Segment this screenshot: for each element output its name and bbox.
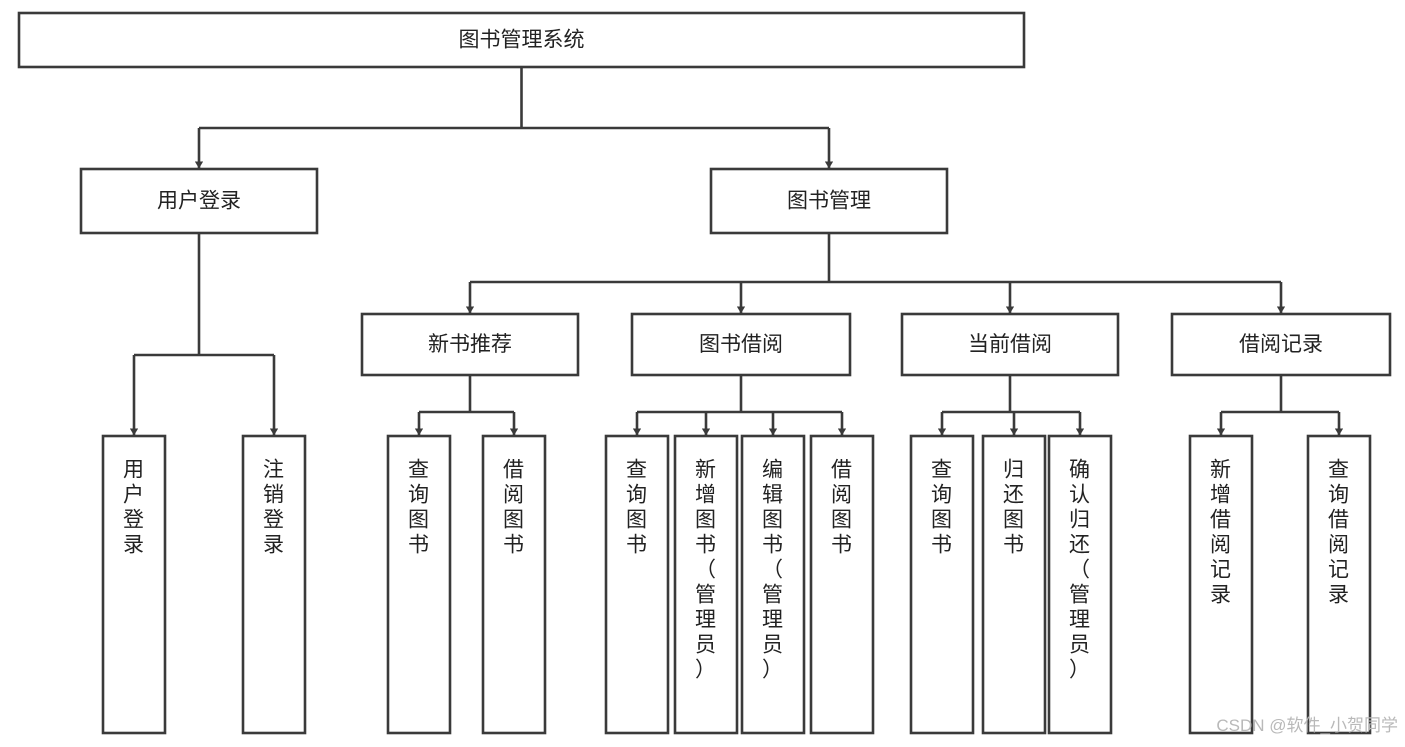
node-label-leaf-return-book: 归还图书 bbox=[1003, 458, 1025, 556]
connector-group-current-borrow bbox=[937, 375, 1085, 436]
node-box-leaf-query-book-borrow bbox=[604, 434, 670, 735]
node-leaf-query-book-borrow[interactable]: 查询图书 bbox=[604, 434, 670, 735]
node-leaf-return-book[interactable]: 归还图书 bbox=[981, 434, 1047, 735]
node-leaf-confirm-return[interactable]: 确认归还（管理员） bbox=[1047, 434, 1113, 735]
node-new-book-rec[interactable]: 新书推荐 bbox=[360, 312, 580, 377]
node-box-user-login bbox=[79, 167, 319, 235]
nodes-layer: 图书管理系统用户登录图书管理新书推荐图书借阅当前借阅借阅记录用户登录注销登录查询… bbox=[17, 11, 1392, 735]
node-box-new-book-rec bbox=[360, 312, 580, 377]
node-book-manage[interactable]: 图书管理 bbox=[709, 167, 949, 235]
node-box-leaf-edit-book bbox=[740, 434, 806, 735]
node-box-root bbox=[17, 11, 1026, 69]
node-label-new-book-rec: 新书推荐 bbox=[428, 333, 512, 356]
node-user-login[interactable]: 用户登录 bbox=[79, 167, 319, 235]
node-label-leaf-add-record: 新增借阅记录 bbox=[1210, 458, 1232, 606]
node-leaf-add-record[interactable]: 新增借阅记录 bbox=[1188, 434, 1254, 735]
connector-group-borrow-record bbox=[1216, 375, 1344, 436]
connector-group-book-borrow bbox=[632, 375, 847, 436]
node-label-leaf-add-book: 新增图书（管理员） bbox=[695, 458, 717, 681]
node-label-leaf-user-logout: 注销登录 bbox=[263, 458, 285, 556]
node-label-leaf-borrow-book-rec: 借阅图书 bbox=[503, 458, 525, 556]
node-book-borrow[interactable]: 图书借阅 bbox=[630, 312, 852, 377]
node-leaf-borrow-book-rec[interactable]: 借阅图书 bbox=[481, 434, 547, 735]
node-box-leaf-user-login bbox=[101, 434, 167, 735]
node-label-leaf-borrow-book: 借阅图书 bbox=[831, 458, 853, 556]
node-box-leaf-borrow-book bbox=[809, 434, 875, 735]
node-box-leaf-user-logout bbox=[241, 434, 307, 735]
csdn-watermark: CSDN @软件_小贺同学 bbox=[1216, 716, 1398, 735]
node-leaf-add-book[interactable]: 新增图书（管理员） bbox=[673, 434, 739, 735]
node-box-leaf-return-book bbox=[981, 434, 1047, 735]
connector-group-new-book-rec bbox=[414, 375, 519, 436]
node-label-book-borrow: 图书借阅 bbox=[699, 333, 783, 356]
node-label-user-login: 用户登录 bbox=[157, 190, 241, 213]
node-label-root: 图书管理系统 bbox=[459, 29, 585, 52]
node-box-book-borrow bbox=[630, 312, 852, 377]
node-box-borrow-record bbox=[1170, 312, 1392, 377]
node-root[interactable]: 图书管理系统 bbox=[17, 11, 1026, 69]
node-leaf-query-book-cur[interactable]: 查询图书 bbox=[909, 434, 975, 735]
node-leaf-query-record[interactable]: 查询借阅记录 bbox=[1306, 434, 1372, 735]
node-box-leaf-query-book-rec bbox=[386, 434, 452, 735]
node-leaf-user-logout[interactable]: 注销登录 bbox=[241, 434, 307, 735]
node-label-leaf-query-book-borrow: 查询图书 bbox=[626, 458, 648, 556]
node-current-borrow[interactable]: 当前借阅 bbox=[900, 312, 1120, 377]
node-label-book-manage: 图书管理 bbox=[787, 190, 871, 213]
node-label-leaf-query-record: 查询借阅记录 bbox=[1328, 458, 1350, 606]
node-label-leaf-query-book-cur: 查询图书 bbox=[931, 458, 953, 556]
node-label-borrow-record: 借阅记录 bbox=[1239, 333, 1323, 356]
node-borrow-record[interactable]: 借阅记录 bbox=[1170, 312, 1392, 377]
connector-group-root bbox=[194, 67, 834, 169]
connectors-layer bbox=[129, 67, 1344, 436]
node-box-leaf-add-record bbox=[1188, 434, 1254, 735]
node-label-leaf-edit-book: 编辑图书（管理员） bbox=[762, 458, 784, 681]
node-label-leaf-query-book-rec: 查询图书 bbox=[408, 458, 430, 556]
node-box-leaf-query-record bbox=[1306, 434, 1372, 735]
node-leaf-edit-book[interactable]: 编辑图书（管理员） bbox=[740, 434, 806, 735]
node-label-leaf-user-login: 用户登录 bbox=[123, 458, 145, 556]
node-box-leaf-borrow-book-rec bbox=[481, 434, 547, 735]
node-label-leaf-confirm-return: 确认归还（管理员） bbox=[1069, 458, 1091, 681]
node-box-leaf-confirm-return bbox=[1047, 434, 1113, 735]
connector-group-user-login bbox=[129, 233, 279, 436]
node-box-leaf-query-book-cur bbox=[909, 434, 975, 735]
node-box-leaf-add-book bbox=[673, 434, 739, 735]
node-box-current-borrow bbox=[900, 312, 1120, 377]
node-leaf-user-login[interactable]: 用户登录 bbox=[101, 434, 167, 735]
node-box-book-manage bbox=[709, 167, 949, 235]
connector-group-book-manage bbox=[465, 233, 1286, 314]
node-leaf-query-book-rec[interactable]: 查询图书 bbox=[386, 434, 452, 735]
node-leaf-borrow-book[interactable]: 借阅图书 bbox=[809, 434, 875, 735]
node-label-current-borrow: 当前借阅 bbox=[968, 333, 1052, 356]
